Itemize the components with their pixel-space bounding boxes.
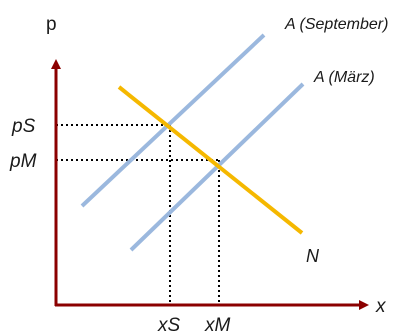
supply-curve-september bbox=[80, 33, 266, 208]
x-axis-label: x bbox=[375, 296, 387, 317]
supply-september-label: A (September) bbox=[284, 16, 388, 33]
supply-maerz-label: A (März) bbox=[313, 69, 375, 86]
price-maerz-label: pM bbox=[9, 151, 37, 172]
price-september-label: pS bbox=[11, 116, 36, 137]
quantity-maerz-label: xM bbox=[204, 315, 231, 336]
quantity-september-label: xS bbox=[157, 315, 181, 336]
demand-label: N bbox=[306, 246, 320, 266]
demand-curve bbox=[117, 85, 304, 235]
y-axis-label: p bbox=[46, 14, 57, 35]
